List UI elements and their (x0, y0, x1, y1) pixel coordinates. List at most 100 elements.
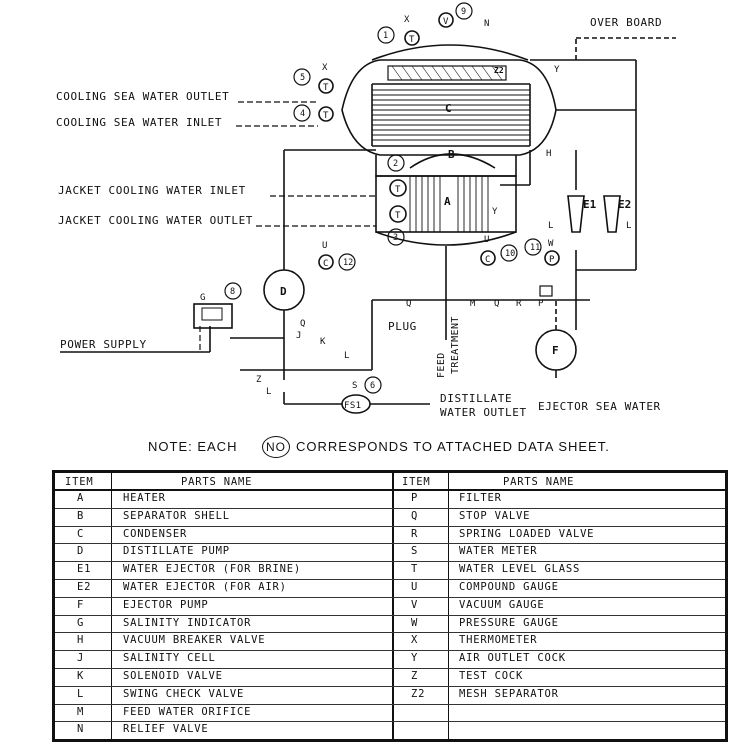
component-e1: E1 (583, 198, 597, 211)
svg-text:Z: Z (256, 375, 262, 385)
svg-text:U: U (322, 241, 327, 251)
parts-item-name: AIR OUTLET COCK (459, 652, 566, 665)
parts-item-name: WATER EJECTOR (FOR BRINE) (123, 563, 302, 576)
svg-text:Q: Q (300, 319, 305, 329)
svg-text:8: 8 (230, 287, 235, 297)
svg-text:S: S (352, 381, 357, 391)
component-c: C (445, 102, 452, 115)
svg-text:X: X (404, 15, 410, 25)
label-distillate-2: WATER OUTLET (440, 406, 527, 419)
parts-item-name: SALINITY INDICATOR (123, 616, 252, 629)
parts-item-code: Z2 (411, 687, 426, 700)
component-f: F (552, 344, 559, 357)
svg-text:J: J (296, 331, 301, 341)
note-circled: NO (262, 436, 290, 458)
parts-item-code: M (77, 705, 85, 718)
label-cooling-outlet: COOLING SEA WATER OUTLET (56, 90, 229, 103)
heater (375, 175, 517, 233)
parts-item-code: R (411, 527, 419, 540)
label-fs1: FS1 (344, 401, 361, 411)
svg-text:12: 12 (343, 258, 353, 268)
parts-item-name: VACUUM BREAKER VALVE (123, 634, 266, 647)
svg-text:M: M (470, 299, 476, 309)
svg-text:10: 10 (505, 249, 515, 259)
label-feed-1: FEED (436, 352, 447, 378)
component-d: D (280, 285, 287, 298)
parts-item-code: B (77, 509, 85, 522)
svg-text:L: L (548, 221, 553, 231)
parts-item-code: Z (411, 670, 419, 682)
svg-text:P: P (549, 255, 555, 265)
parts-item-code: D (77, 545, 85, 558)
label-jacket-outlet: JACKET COOLING WATER OUTLET (58, 214, 253, 227)
svg-text:V: V (443, 17, 449, 27)
parts-item-code: S (411, 545, 419, 558)
ejector-e1 (567, 195, 585, 233)
svg-text:5: 5 (300, 73, 305, 83)
parts-item-name: COMPOUND GAUGE (459, 581, 559, 593)
parts-item-name: SWING CHECK VALVE (123, 687, 245, 700)
label-feed-2: TREATMENT (450, 316, 461, 374)
label-ejector-sea-water: EJECTOR SEA WATER (538, 400, 661, 413)
header-name-left: PARTS NAME (181, 476, 253, 488)
header-item-left: ITEM (65, 476, 94, 488)
parts-item-code: Y (411, 652, 419, 665)
svg-text:L: L (266, 387, 271, 397)
parts-item-code: C (77, 527, 85, 540)
parts-item-code: E2 (77, 581, 92, 593)
svg-text:K: K (320, 337, 326, 347)
parts-item-name: EJECTOR PUMP (123, 598, 209, 611)
freshwater-generator-schematic: OVER BOARD COOLING SEA WATER OUTLET COOL… (56, 2, 676, 419)
svg-text:L: L (626, 221, 631, 231)
label-plug: PLUG (388, 320, 417, 333)
parts-item-name: DISTILLATE PUMP (123, 545, 230, 558)
parts-item-code: H (77, 634, 85, 647)
parts-item-name: CONDENSER (123, 527, 188, 540)
mesh-separator (387, 65, 507, 81)
parts-item-code: A (77, 492, 85, 504)
svg-text:9: 9 (461, 7, 466, 17)
parts-item-name: VACUUM GAUGE (459, 598, 545, 611)
svg-text:11: 11 (530, 243, 540, 253)
label-power-supply: POWER SUPPLY (60, 338, 147, 351)
parts-item-code: U (411, 581, 419, 593)
parts-item-name: THERMOMETER (459, 634, 538, 647)
parts-item-name: SOLENOID VALVE (123, 670, 223, 682)
parts-item-name: FEED WATER ORIFICE (123, 705, 252, 718)
parts-item-code: J (77, 652, 85, 665)
svg-text:4: 4 (300, 109, 305, 119)
parts-item-code: T (411, 563, 419, 576)
svg-text:3: 3 (393, 233, 398, 243)
label-cooling-inlet: COOLING SEA WATER INLET (56, 116, 222, 129)
svg-text:H: H (546, 149, 551, 159)
svg-text:C: C (323, 259, 328, 269)
svg-text:6: 6 (370, 381, 375, 391)
parts-item-code: P (411, 492, 419, 504)
parts-item-code: W (411, 616, 419, 629)
parts-item-name: HEATER (123, 492, 166, 504)
component-z2: Z2 (494, 66, 504, 75)
ejector-e2 (603, 195, 621, 233)
svg-text:Q: Q (494, 299, 499, 309)
svg-text:C: C (485, 255, 490, 265)
svg-text:L: L (344, 351, 349, 361)
parts-item-name: SEPARATOR SHELL (123, 509, 230, 522)
svg-text:W: W (548, 239, 554, 249)
parts-item-code: F (77, 598, 85, 611)
label-overboard: OVER BOARD (590, 16, 662, 29)
parts-item-code: X (411, 634, 419, 647)
parts-item-name: RELIEF VALVE (123, 723, 209, 736)
parts-item-name: STOP VALVE (459, 509, 531, 522)
condenser-shell (341, 59, 557, 156)
component-a: A (444, 195, 451, 208)
svg-text:R: R (516, 299, 522, 309)
salinity-indicator (193, 303, 233, 329)
svg-text:2: 2 (393, 159, 398, 169)
svg-text:T: T (395, 185, 401, 195)
svg-text:1: 1 (383, 31, 388, 41)
label-distillate-1: DISTILLATE (440, 392, 512, 405)
parts-item-name: FILTER (459, 492, 502, 504)
parts-item-name: SPRING LOADED VALVE (459, 527, 595, 540)
label-jacket-inlet: JACKET COOLING WATER INLET (58, 184, 246, 197)
